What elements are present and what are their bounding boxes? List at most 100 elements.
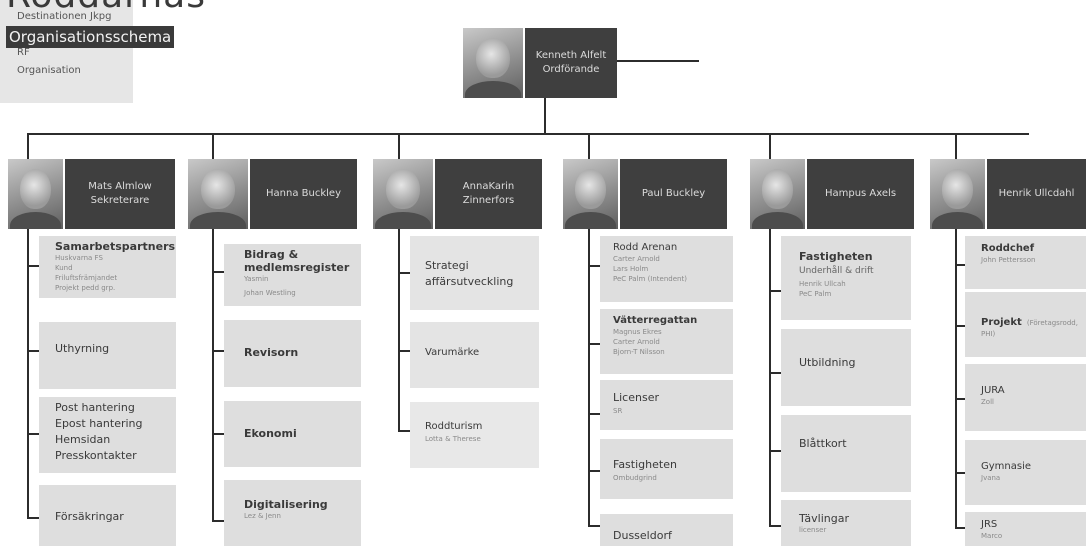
connector-line	[588, 413, 600, 415]
chairman-name: Kenneth Alfelt	[535, 50, 607, 61]
org-box: Roddturism Lotta & Therese	[410, 402, 539, 468]
partner-item: RF	[17, 47, 30, 58]
connector-line	[212, 350, 224, 352]
box-sub: Jvana	[981, 474, 1001, 482]
box-sub: Ombudgrind	[613, 474, 657, 482]
page-title: Roddarnas	[6, 0, 206, 14]
member-namebox: Henrik Ullcdahl	[987, 159, 1086, 229]
box-sub: (Företagsrodd,	[1026, 319, 1078, 327]
box-sub: Magnus Ekres	[613, 328, 662, 336]
member-name: Paul Buckley	[641, 188, 706, 199]
box-label: Projekt	[981, 317, 1022, 328]
box-label: Vätterregattan	[613, 315, 698, 326]
member-photo	[750, 159, 805, 229]
box-sub: Lotta & Therese	[425, 435, 481, 443]
connector-line	[588, 265, 600, 267]
org-box: JRS Marco	[965, 512, 1086, 546]
box-label: Roddturism	[425, 421, 483, 432]
connector-line	[27, 433, 39, 435]
box-sub: Huskvarna FS	[55, 254, 103, 262]
box-label: Utbildning	[799, 356, 856, 369]
box-sub: PHI)	[981, 330, 996, 338]
member-name: Hanna Buckley	[266, 188, 341, 199]
org-box: Digitalisering Lez & Jenn	[224, 480, 361, 546]
box-label: Ekonomi	[244, 427, 297, 440]
connector-line	[398, 430, 410, 432]
box-sub: Projekt pedd grp.	[55, 284, 116, 292]
box-sub: Lez & Jenn	[244, 512, 281, 520]
box-sub: Carter Arnold	[613, 255, 660, 263]
org-box: Försäkringar	[39, 485, 176, 546]
box-label: Uthyrning	[55, 342, 110, 355]
external-partners-box: Destinationen Jkpg SR RF Organisation	[0, 0, 133, 103]
box-label: JURA	[981, 385, 1005, 396]
box-line: Post hantering	[55, 401, 135, 414]
org-box: Vätterregattan Magnus Ekres Carter Arnol…	[600, 309, 733, 374]
box-sub: Bjorn-T Nilsson	[613, 348, 665, 356]
member-name: AnnaKarin Zinnerfors	[462, 181, 515, 206]
org-box: Roddchef John Pettersson	[965, 236, 1086, 289]
connector-line	[769, 290, 781, 292]
connector-line	[398, 229, 400, 432]
org-box: Ekonomi	[224, 401, 361, 467]
connector-line	[769, 372, 781, 374]
box-label: Digitalisering	[244, 498, 328, 511]
org-box: Revisorn	[224, 320, 361, 387]
box-line: Presskontakter	[55, 449, 137, 462]
org-box: Blåttkort	[781, 415, 911, 492]
connector-line	[769, 229, 771, 527]
box-sub: Yasmin	[244, 275, 269, 283]
org-box: Fastigheten Ombudgrind	[600, 439, 733, 499]
member-namebox: Hanna Buckley	[250, 159, 357, 229]
org-box: Projekt (Företagsrodd, PHI)	[965, 292, 1086, 357]
connector-line	[955, 264, 965, 266]
box-sub: Friluftsfrämjandet	[55, 274, 118, 282]
connector-line	[212, 133, 214, 159]
connector-line	[27, 133, 29, 159]
org-box: JURA Zoll	[965, 364, 1086, 431]
box-label: Försäkringar	[55, 510, 124, 523]
org-box: Gymnasie Jvana	[965, 440, 1086, 505]
box-sub: Zoll	[981, 398, 994, 406]
box-sub: SR	[613, 407, 623, 415]
org-box: Bidrag & medlemsregister Yasmin Johan We…	[224, 244, 361, 306]
member-name: Henrik Ullcdahl	[998, 188, 1075, 199]
org-box: Tävlingar licenser	[781, 500, 911, 546]
box-label: Strategi affärsutveckling	[425, 259, 514, 288]
member-photo	[188, 159, 248, 229]
org-box: Fastigheten Underhåll & drift Henrik Ull…	[781, 236, 911, 320]
box-label: Fastigheten	[799, 250, 873, 263]
box-label: Tävlingar	[799, 512, 850, 525]
box-line: Epost hantering	[55, 417, 143, 430]
box-label: Gymnasie	[981, 461, 1032, 472]
org-box: Post hantering Epost hantering Hemsidan …	[39, 397, 176, 473]
partner-item: Destinationen Jkpg	[17, 11, 112, 22]
box-sub: licenser	[799, 526, 827, 534]
connector-line	[617, 60, 699, 62]
page-subtitle: Organisationsschema	[6, 26, 175, 48]
connector-line	[769, 525, 781, 527]
box-label: Licenser	[613, 391, 659, 404]
connector-line	[588, 133, 590, 159]
connector-line	[27, 229, 29, 518]
connector-line	[588, 343, 600, 345]
connector-line	[588, 229, 590, 527]
partner-item: Organisation	[17, 65, 81, 76]
chairman-photo	[463, 28, 523, 98]
connector-line	[212, 433, 224, 435]
org-box: Utbildning	[781, 329, 911, 406]
connector-line	[955, 133, 957, 159]
box-sub: John Pettersson	[981, 256, 1036, 264]
member-namebox: Paul Buckley	[620, 159, 727, 229]
member-photo	[563, 159, 618, 229]
connector-line	[27, 265, 39, 267]
connector-line	[769, 450, 781, 452]
connector-line	[955, 398, 965, 400]
org-box: Rodd Arenan Carter Arnold Lars Holm PeC …	[600, 236, 733, 302]
box-sub: Carter Arnold	[613, 338, 660, 346]
connector-line	[955, 527, 965, 529]
member-role: Sekreterare	[90, 195, 150, 206]
connector-line	[955, 229, 957, 529]
box-sub: PeC Palm (Intendent)	[613, 275, 687, 283]
